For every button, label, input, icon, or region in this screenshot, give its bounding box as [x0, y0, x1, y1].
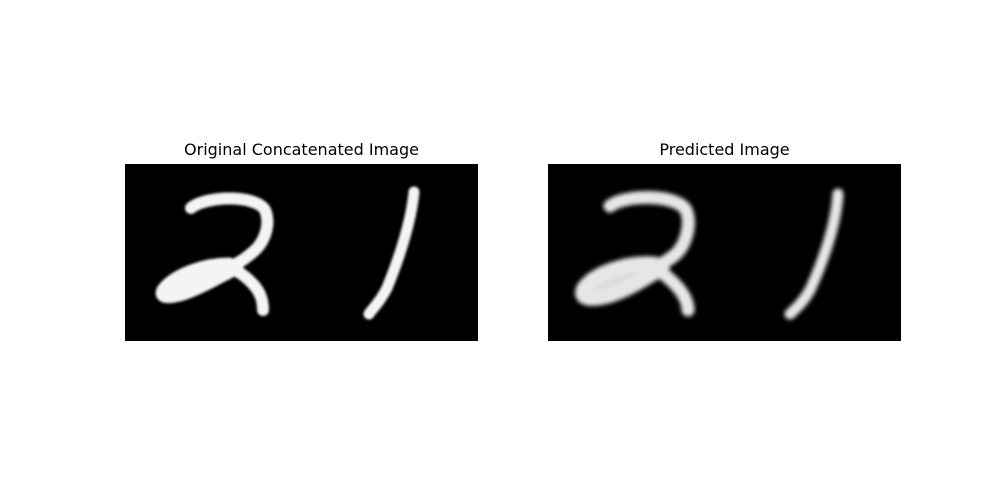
- digit-two-stroke: [185, 192, 274, 316]
- original-image-title: Original Concatenated Image: [184, 140, 419, 159]
- predicted-digit-one-stroke: [784, 188, 844, 320]
- predicted-digit-two-loop: [575, 256, 670, 306]
- original-digits-drawing: [155, 186, 420, 320]
- original-concatenated-image: [125, 164, 478, 341]
- digit-one-stroke: [363, 186, 420, 320]
- digit-two-loop: [155, 257, 244, 304]
- predicted-image: [548, 164, 901, 341]
- predicted-image-title: Predicted Image: [659, 140, 790, 159]
- predicted-digits-drawing: [575, 188, 844, 320]
